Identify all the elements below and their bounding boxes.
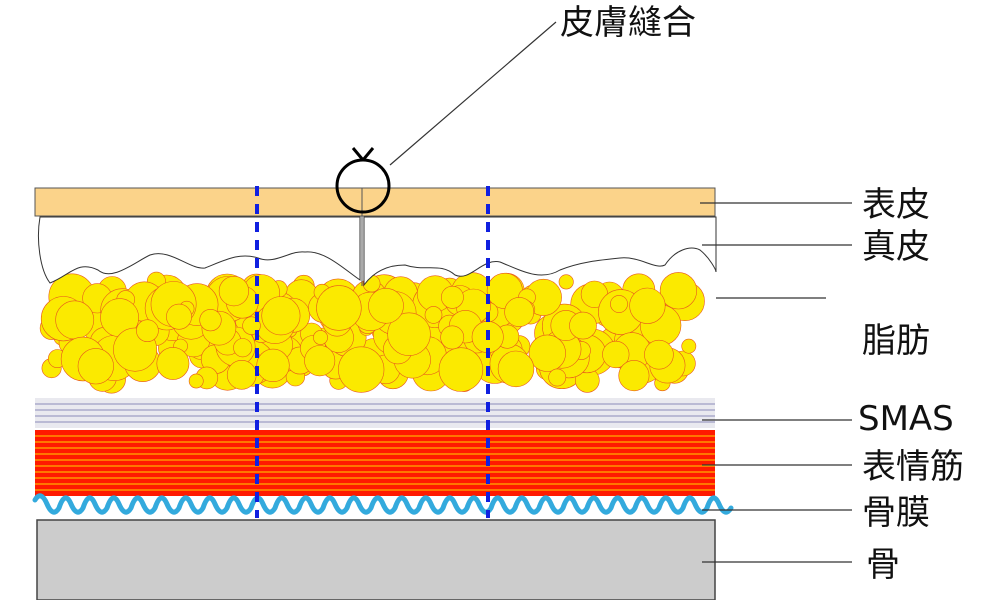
fat-cell <box>440 285 464 309</box>
fat-cell <box>602 340 630 369</box>
fat-layer <box>39 271 705 394</box>
fat-cell <box>199 309 222 332</box>
fat-cell <box>528 334 566 372</box>
fat-cell <box>659 272 698 310</box>
bone-label: 骨 <box>866 545 900 585</box>
dermis-layer <box>37 216 361 284</box>
fat-cell <box>77 348 114 385</box>
fat-cell <box>338 346 385 393</box>
periosteum-wave <box>32 493 734 515</box>
suture-label: 皮膚縫合 <box>560 3 696 43</box>
bone-layer <box>36 519 716 600</box>
fat-cell <box>497 350 535 388</box>
fat-cell <box>136 319 159 343</box>
fat-cell <box>55 300 95 340</box>
fat-cell <box>387 312 431 356</box>
dermis-layer-right <box>363 216 717 287</box>
fat-cell <box>424 306 443 324</box>
fat-cell <box>610 295 628 313</box>
fat-cell <box>313 330 328 345</box>
epidermis-label: 表皮 <box>862 185 930 225</box>
dermis-label: 真皮 <box>862 227 930 267</box>
fat-cell <box>316 285 362 331</box>
smas-label: SMAS <box>858 399 954 439</box>
fat-cell <box>644 339 674 370</box>
fat-cell <box>558 274 574 290</box>
epidermis-layer <box>34 187 716 217</box>
fat-cell <box>256 348 290 383</box>
fat-cell <box>438 347 484 392</box>
fat-cell <box>629 287 666 324</box>
fat-cell <box>188 373 204 389</box>
muscle-layer <box>35 430 715 496</box>
fat-cell <box>368 287 404 324</box>
fat-cell <box>569 311 597 340</box>
fat-cell <box>218 276 249 307</box>
fat-cell <box>681 338 697 354</box>
fat-cell <box>440 325 465 350</box>
fat-cell <box>261 296 301 336</box>
fat-cell <box>618 360 650 392</box>
periosteum-label: 骨膜 <box>862 493 930 533</box>
fat-label: 脂肪 <box>862 321 930 361</box>
fat-cell <box>548 368 567 387</box>
fat-cell <box>156 347 190 380</box>
fat-cell <box>226 359 257 390</box>
fat-cell <box>233 338 253 358</box>
fat-cell <box>304 345 336 377</box>
suture-icon <box>335 147 391 214</box>
muscle-label: 表情筋 <box>862 447 964 487</box>
fat-cell <box>504 297 535 327</box>
fat-cell <box>166 303 192 330</box>
smas-layer <box>35 398 715 428</box>
suture-leader <box>389 21 557 166</box>
